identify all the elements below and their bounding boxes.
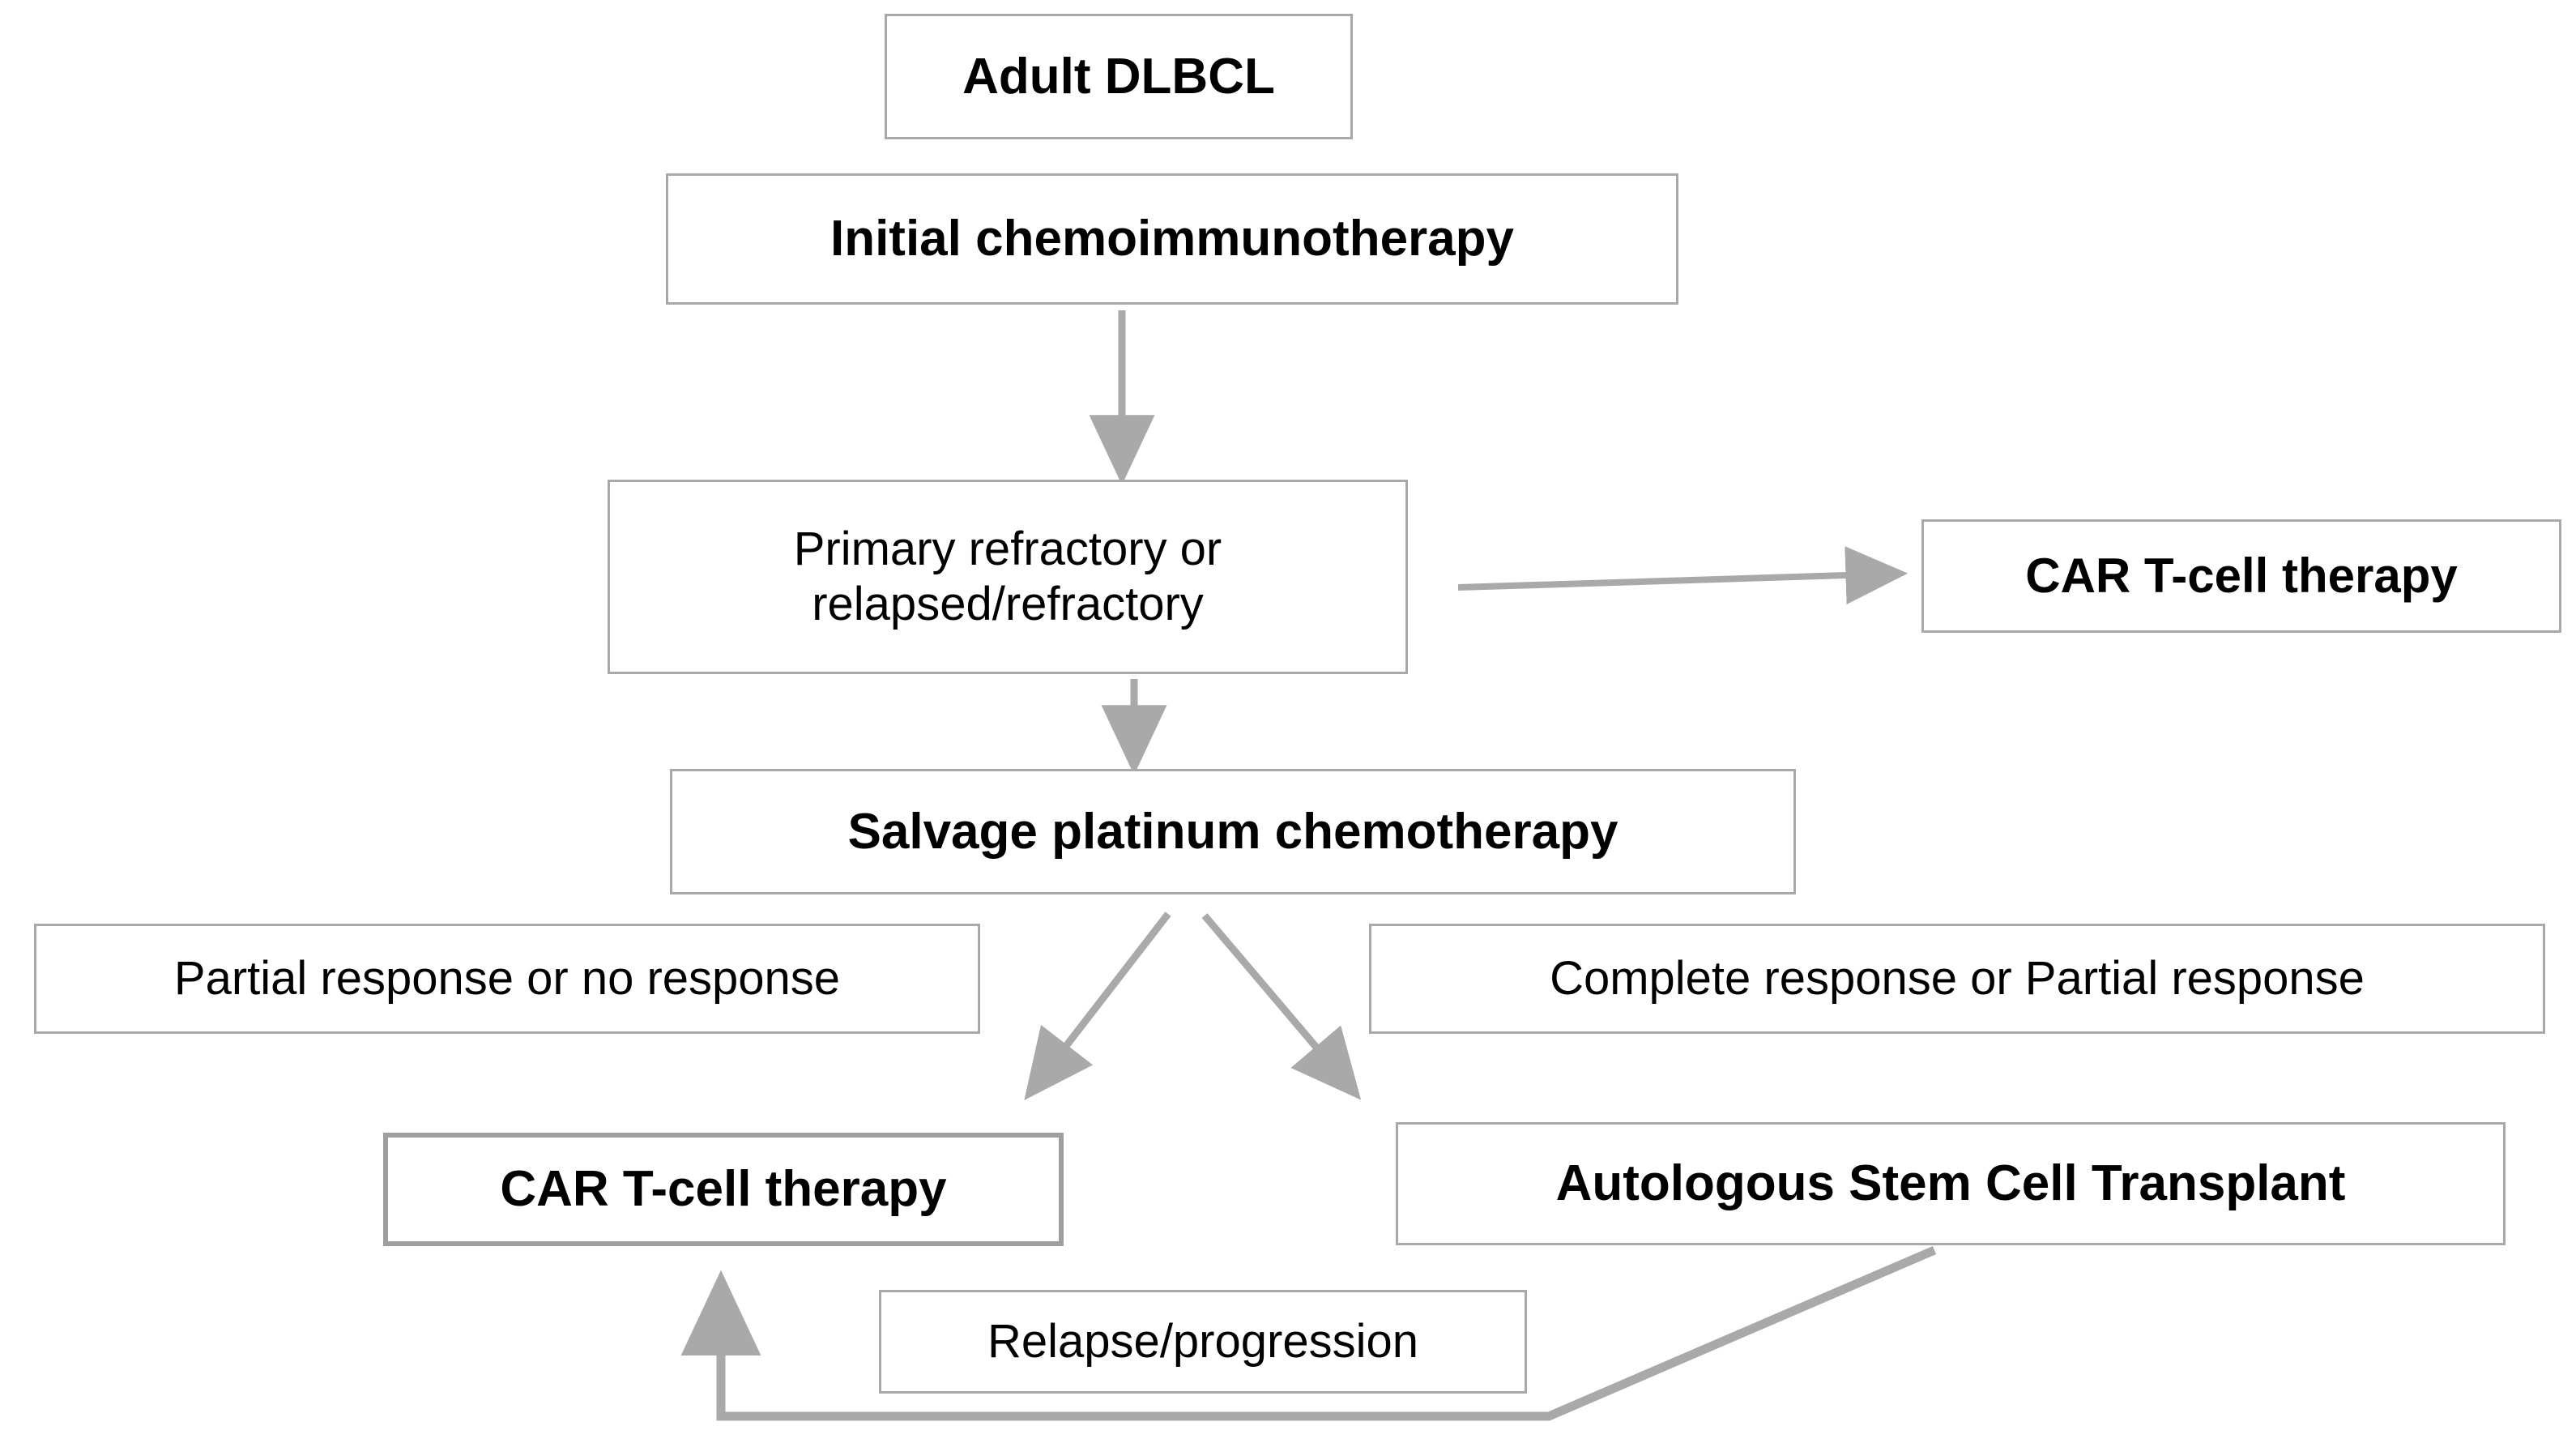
edge-salvage-to-asct bbox=[1201, 913, 1362, 1100]
node-salvage-platinum-chemotherapy-label: Salvage platinum chemotherapy bbox=[847, 803, 1619, 860]
node-relapse-progression-label: Relapse/progression bbox=[987, 1314, 1418, 1368]
edge-refractory-to-cart-upper bbox=[1457, 546, 1909, 605]
node-salvage-platinum-chemotherapy[interactable]: Salvage platinum chemotherapy bbox=[670, 769, 1796, 894]
node-partial-or-no-response[interactable]: Partial response or no response bbox=[34, 924, 980, 1034]
node-car-t-cell-therapy-lower-label: CAR T-cell therapy bbox=[500, 1161, 947, 1218]
node-primary-refractory[interactable]: Primary refractory or relapsed/refractor… bbox=[608, 480, 1408, 674]
node-autologous-stem-cell-transplant[interactable]: Autologous Stem Cell Transplant bbox=[1396, 1122, 2506, 1245]
node-complete-or-partial-response[interactable]: Complete response or Partial response bbox=[1369, 924, 2545, 1034]
node-partial-or-no-response-label: Partial response or no response bbox=[173, 951, 841, 1005]
node-initial-chemoimmunotherapy-label: Initial chemoimmunotherapy bbox=[830, 211, 1515, 267]
node-adult-dlbcl-label: Adult DLBCL bbox=[962, 48, 1275, 105]
node-autologous-stem-cell-transplant-label: Autologous Stem Cell Transplant bbox=[1555, 1155, 2346, 1212]
node-car-t-cell-therapy-upper[interactable]: CAR T-cell therapy bbox=[1921, 519, 2561, 633]
node-adult-dlbcl[interactable]: Adult DLBCL bbox=[885, 14, 1353, 139]
node-car-t-cell-therapy-upper-label: CAR T-cell therapy bbox=[2025, 548, 2458, 603]
node-relapse-progression[interactable]: Relapse/progression bbox=[879, 1290, 1527, 1394]
node-car-t-cell-therapy-lower[interactable]: CAR T-cell therapy bbox=[383, 1133, 1064, 1246]
node-initial-chemoimmunotherapy[interactable]: Initial chemoimmunotherapy bbox=[666, 173, 1678, 305]
node-primary-refractory-label: Primary refractory or relapsed/refractor… bbox=[793, 522, 1222, 630]
edge-salvage-to-car-t-lower bbox=[1024, 911, 1171, 1100]
node-complete-or-partial-response-label: Complete response or Partial response bbox=[1550, 951, 2365, 1005]
